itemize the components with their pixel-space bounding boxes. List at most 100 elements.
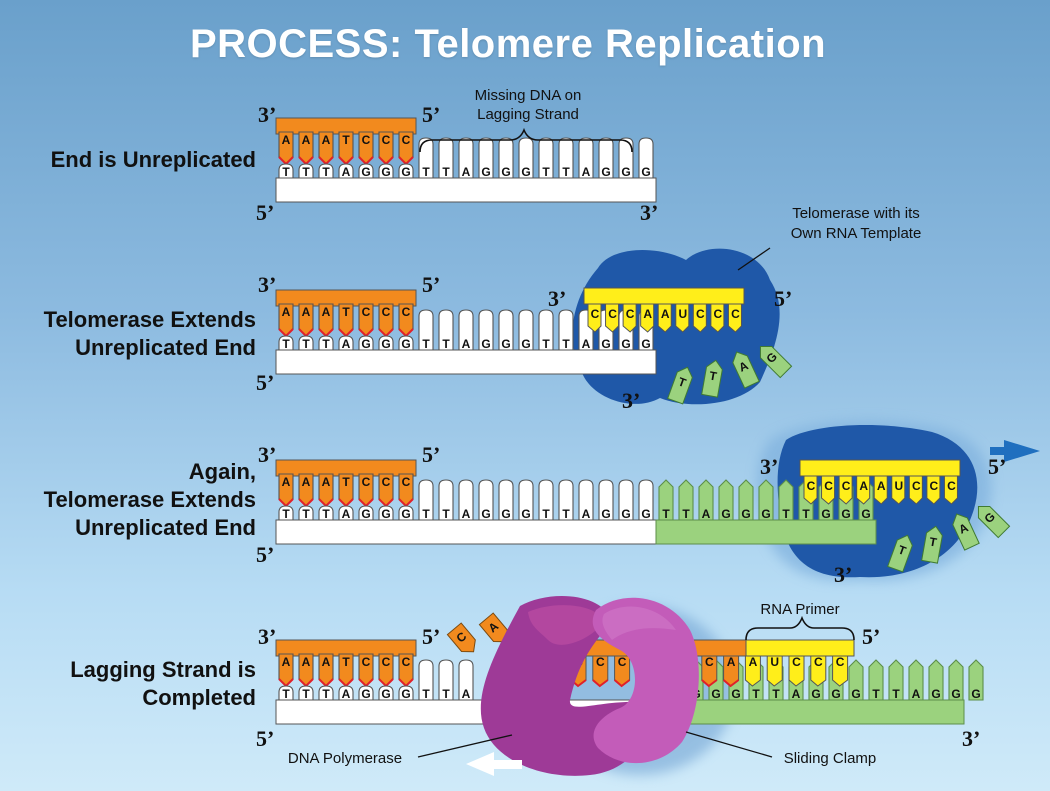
- rna-base: [803, 475, 818, 505]
- bracket-rna-primer: [745, 615, 855, 641]
- base-tooth: [278, 163, 294, 179]
- row-label-line: Telomerase Extends: [43, 307, 256, 332]
- base-letter: T: [442, 687, 450, 701]
- base-letter: G: [621, 507, 630, 521]
- end-label-3prime: 3’: [622, 388, 640, 413]
- base-letter: G: [641, 507, 650, 521]
- incoming-nucleotide: A: [952, 513, 980, 551]
- base-letter: C: [842, 479, 851, 493]
- base-letter: C: [382, 655, 391, 669]
- base-letter: G: [951, 687, 960, 701]
- base-letter: A: [912, 687, 921, 701]
- base-tooth: [538, 137, 554, 179]
- base-letter: G: [521, 337, 530, 351]
- base-letter: T: [662, 507, 670, 521]
- incoming-nucleotide: T: [921, 525, 943, 564]
- base-letter: A: [322, 655, 331, 669]
- rna-primer-backbone: [745, 639, 855, 657]
- base-tooth: [378, 505, 394, 521]
- missing-dna-label: Missing DNA on: [475, 87, 582, 104]
- base-letter: G: [361, 687, 370, 701]
- base-tooth: [458, 137, 474, 179]
- base-letter: G: [521, 507, 530, 521]
- base-tooth: [618, 479, 634, 521]
- row-label-line: Completed: [142, 685, 256, 710]
- base-letter: G: [831, 687, 840, 701]
- end-label-3prime: 3’: [258, 624, 276, 649]
- diagram-text: Missing DNA on Lagging Strand Telomerase…: [256, 87, 1006, 767]
- base-letter: C: [362, 133, 371, 147]
- nucleotide-body: [759, 345, 793, 379]
- base-tooth: [338, 335, 354, 351]
- base-letter: G: [971, 687, 980, 701]
- base-tooth: [278, 685, 294, 701]
- base-tooth: [478, 479, 494, 521]
- base-tooth: [338, 685, 354, 701]
- base-letter: C: [362, 305, 371, 319]
- base-letter: G: [621, 337, 630, 351]
- end-label-5prime: 5’: [862, 624, 880, 649]
- base-letter: C: [947, 479, 956, 493]
- row-label-line: Telomerase Extends: [43, 487, 256, 512]
- base-letter: T: [782, 507, 790, 521]
- base-letter: G: [601, 337, 610, 351]
- base-tooth: [538, 479, 554, 521]
- base-tooth: [398, 163, 414, 179]
- end-label-3prime: 3’: [548, 286, 566, 311]
- base-tooth: [338, 163, 354, 179]
- base-letter: C: [608, 307, 617, 321]
- base-letter: T: [342, 133, 350, 147]
- base-letter: C: [402, 305, 411, 319]
- base-tooth: [832, 655, 849, 687]
- rna-base: [926, 475, 941, 505]
- base-tooth: [638, 137, 654, 179]
- rna-base: [821, 475, 836, 505]
- base-letter: T: [562, 507, 570, 521]
- leading-backbone: [275, 519, 657, 545]
- nucleotide-body: [701, 359, 723, 398]
- base-tooth: [398, 685, 414, 701]
- base-tooth: [438, 479, 454, 521]
- base-tooth: [278, 335, 294, 351]
- base-letter: G: [841, 507, 850, 521]
- base-letter: G: [361, 165, 370, 179]
- base-tooth: [298, 685, 314, 701]
- base-letter: C: [705, 655, 714, 669]
- base-letter: T: [282, 687, 290, 701]
- base-tooth: [744, 655, 761, 687]
- base-letter: C: [402, 133, 411, 147]
- base-letter: C: [792, 655, 801, 669]
- base-letter: A: [302, 305, 311, 319]
- base-letter: T: [542, 337, 550, 351]
- row-label-line: Lagging Strand is: [70, 657, 256, 682]
- base-letter: T: [342, 655, 350, 669]
- base-letter: G: [521, 165, 530, 179]
- base-letter: G: [741, 507, 750, 521]
- rna-base: [727, 303, 742, 333]
- base-letter: T: [342, 475, 350, 489]
- nucleotide-body: [732, 351, 760, 389]
- base-tooth: [378, 335, 394, 351]
- base-tooth: [298, 505, 314, 521]
- rna-base: [587, 303, 602, 333]
- base-letter: T: [282, 337, 290, 351]
- rna-base: [692, 303, 707, 333]
- end-label-3prime: 3’: [760, 454, 778, 479]
- base-tooth: [478, 309, 494, 351]
- base-tooth: [418, 309, 434, 351]
- base-letter: A: [859, 479, 868, 493]
- base-letter: G: [501, 507, 510, 521]
- base-tooth: [810, 655, 827, 687]
- base-letter: G: [711, 687, 720, 701]
- base-tooth: [298, 335, 314, 351]
- rna-base: [943, 475, 958, 505]
- base-letter: A: [462, 687, 471, 701]
- base-letter: G: [851, 687, 860, 701]
- base-tooth: [398, 505, 414, 521]
- rna-primer-label: RNA Primer: [760, 601, 839, 618]
- base-letter: G: [601, 165, 610, 179]
- base-tooth: [518, 479, 534, 521]
- end-label-5prime: 5’: [422, 272, 440, 297]
- base-letter: T: [282, 507, 290, 521]
- dna-polymerase-top: [528, 605, 604, 645]
